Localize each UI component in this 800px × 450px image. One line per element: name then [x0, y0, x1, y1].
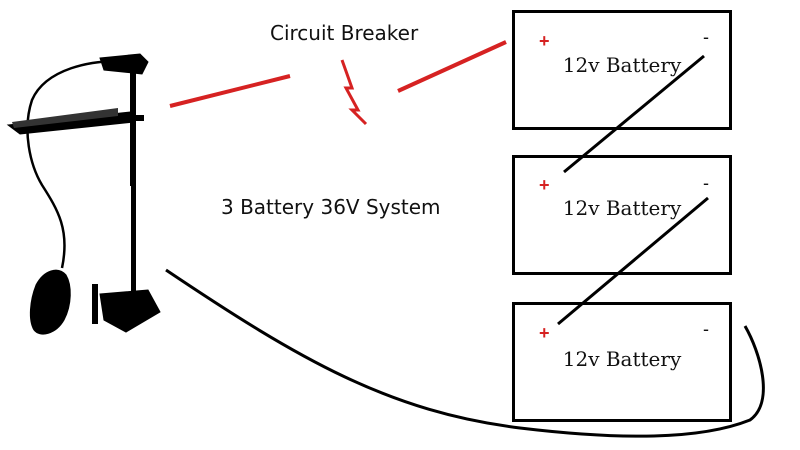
- trolling-motor-icon: [6, 53, 161, 335]
- positive-terminal: +: [539, 175, 550, 195]
- battery-1: + - 12v Battery: [512, 10, 732, 130]
- battery-label: 12v Battery: [562, 53, 682, 77]
- negative-terminal: -: [703, 173, 709, 193]
- battery-3: + - 12v Battery: [512, 302, 732, 422]
- positive-wire: [169, 40, 507, 108]
- circuit-breaker-label: Circuit Breaker: [270, 21, 419, 45]
- battery-label: 12v Battery: [562, 347, 682, 371]
- circuit-breaker-icon: [340, 59, 368, 126]
- negative-wire: [165, 268, 765, 438]
- battery-label: 12v Battery: [562, 196, 682, 220]
- battery-2: + - 12v Battery: [512, 155, 732, 275]
- positive-terminal: +: [539, 31, 550, 51]
- positive-terminal: +: [539, 323, 550, 343]
- negative-terminal: -: [703, 319, 709, 339]
- negative-terminal: -: [703, 27, 709, 47]
- system-label: 3 Battery 36V System: [221, 195, 441, 219]
